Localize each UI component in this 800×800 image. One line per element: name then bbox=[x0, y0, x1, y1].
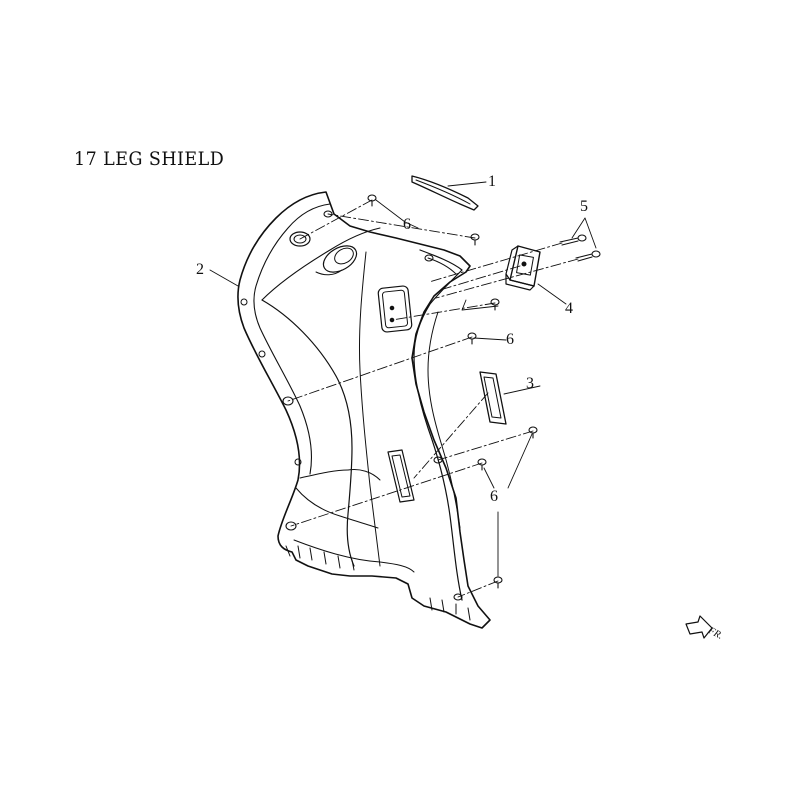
cover-plate bbox=[479, 371, 507, 425]
leg-shield-panel bbox=[237, 191, 491, 629]
callout-1: 1 bbox=[488, 173, 496, 190]
callout-4: 4 bbox=[565, 300, 573, 317]
callout-6-mid: 6 bbox=[506, 331, 514, 348]
callout-5: 5 bbox=[580, 198, 588, 215]
diagram-title: 17 LEG SHIELD bbox=[74, 148, 225, 170]
front-direction-arrow-icon bbox=[685, 615, 713, 639]
callout-6-top: 6 bbox=[403, 216, 411, 233]
cap-part bbox=[505, 245, 541, 291]
callout-3: 3 bbox=[526, 375, 534, 392]
leader-lines bbox=[209, 181, 597, 577]
screws bbox=[367, 194, 601, 589]
callout-6-bottom: 6 bbox=[490, 488, 498, 505]
alignment-lines bbox=[287, 199, 579, 598]
callout-2: 2 bbox=[196, 261, 204, 278]
trim-strip bbox=[411, 175, 479, 211]
